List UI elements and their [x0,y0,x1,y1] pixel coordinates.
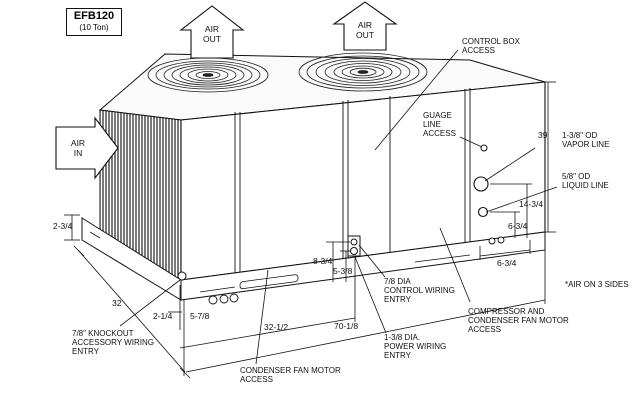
dim-rear-offset: 6-3/4 [497,258,517,268]
dim-control-y: 8-3/4 [313,256,333,266]
callout-guage-line: GUAGE LINE ACCESS [423,111,456,138]
footnote: *AIR ON 3 SIDES [565,280,629,289]
compressor-line3: ACCESS [468,325,501,334]
dim-liquid-height: 6-3/4 [508,221,528,231]
knockout-line3: ENTRY [72,347,99,356]
air-in-arrow [55,116,119,180]
gauge-port [480,144,488,152]
dim-overall-width: 70-1/8 [334,321,359,331]
model-name: EFB120 [73,10,115,22]
dim-power-y: 5-3/8 [333,266,353,276]
vapor-line2: VAPOR LINE [562,140,610,149]
guage-line3: ACCESS [423,129,456,138]
control-wiring-line2: CONTROL WIRING [384,286,455,295]
model-label-box: EFB120 (10 Ton) [66,8,122,36]
front-panel-seams [234,88,471,274]
air-out-arrow-1 [179,5,245,59]
air-in-line2: IN [73,148,83,158]
condenser-fan-line1: CONDENSER FAN MOTOR [240,366,341,375]
callout-liquid-line: 5/8" OD LIQUID LINE [562,172,609,190]
wiring-entry-block [347,235,361,257]
dim-depth: 32 [112,298,122,308]
fan-guard-right [298,52,428,92]
callout-vapor-line: 1-3/8" OD VAPOR LINE [562,131,609,149]
knockout-line1: 7/8" KNOCKOUT [72,329,134,338]
air-out-2-line1: AIR [357,20,373,30]
control-wiring-line3: ENTRY [384,295,411,304]
vapor-line1: 1-3/8" OD [562,131,598,140]
callout-control-box: CONTROL BOX ACCESS [462,37,520,55]
callout-compressor-access: COMPRESSOR AND CONDENSER FAN MOTOR ACCES… [468,307,569,334]
dim-vapor-height: 14-3/4 [519,199,544,209]
power-wiring-line1: 1-3/8 DIA. [384,333,421,342]
power-wiring-line3: ENTRY [384,351,411,360]
air-in-line1: AIR [70,138,86,148]
air-out-2-line2: OUT [356,30,374,40]
liquid-line-fitting [477,206,489,218]
dim-base-height: 2-3/4 [53,221,73,231]
air-out-arrow-2 [332,1,398,51]
compressor-line1: COMPRESSOR AND [468,307,545,316]
control-wiring-line1: 7/8 DIA [384,277,411,286]
air-out-label-1: AIR OUT [194,24,230,44]
compressor-line2: CONDENSER FAN MOTOR [468,316,569,325]
dim-knockout-y: 5-7/8 [190,311,210,321]
knockout-holes [208,293,239,305]
dim-power-width: 32-1/2 [264,322,289,332]
air-out-1-line1: AIR [204,24,220,34]
liquid-line2: LIQUID LINE [562,181,609,190]
power-wiring-line2: POWER WIRING [384,342,447,351]
base-slots [239,274,299,290]
dim-height: 39 [538,130,548,140]
guage-line2: LINE [423,120,441,129]
callout-power-wiring: 1-3/8 DIA. POWER WIRING ENTRY [384,333,446,360]
liquid-line1: 5/8" OD [562,172,591,181]
callout-control-wiring: 7/8 DIA CONTROL WIRING ENTRY [384,277,455,304]
vapor-line-fitting [473,176,489,192]
accessory-knockout [177,271,187,281]
condenser-fan-line2: ACCESS [240,375,273,384]
air-out-1-line2: OUT [203,34,221,44]
control-box-line2: ACCESS [462,46,495,55]
dim-knockout-x: 2-1/4 [153,311,173,321]
callout-condenser-fan-access: CONDENSER FAN MOTOR ACCESS [240,366,341,384]
callout-knockout: 7/8" KNOCKOUT ACCESSORY WIRING ENTRY [72,329,154,356]
dimension-lines [64,81,556,379]
model-capacity: (10 Ton) [79,23,109,32]
callout-leaders [119,49,558,365]
knockout-line2: ACCESSORY WIRING [72,338,154,347]
air-in-label: AIR IN [62,138,94,158]
guage-line1: GUAGE [423,111,452,120]
air-out-label-2: AIR OUT [347,20,383,40]
control-box-line1: CONTROL BOX [462,37,520,46]
